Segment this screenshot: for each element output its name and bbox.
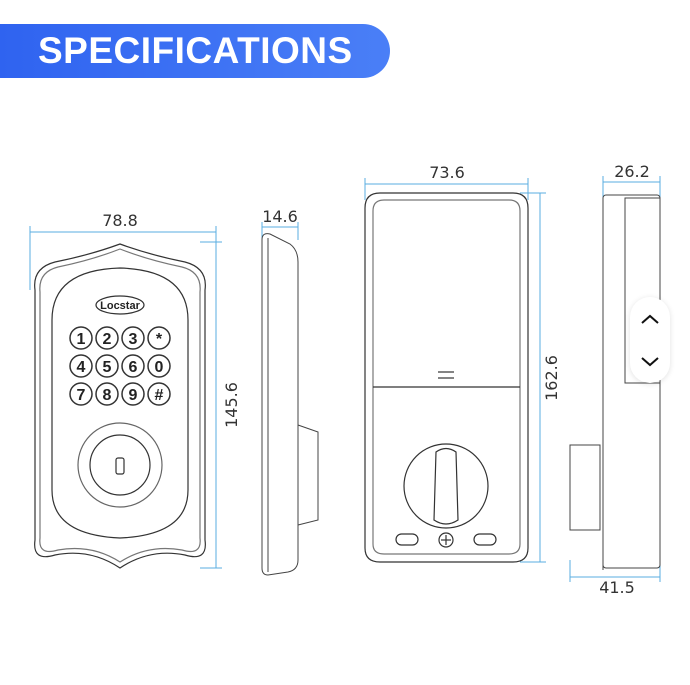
keypad-key-label: 0 [155, 359, 164, 376]
back-height-label: 162.6 [542, 355, 561, 401]
side-view [261, 233, 319, 576]
keypad-key [95, 326, 119, 350]
chevron-up-icon [641, 314, 659, 324]
keypad-key-label: 4 [77, 359, 86, 376]
keypad-key-label: 1 [77, 331, 86, 348]
brand-label: Locstar [100, 300, 140, 312]
keypad-key [95, 382, 119, 406]
keypad-key [147, 354, 171, 378]
keypad-key-label: 8 [103, 387, 112, 404]
scroll-down-button[interactable] [630, 347, 670, 377]
keypad-key [69, 354, 93, 378]
interior-depth-label: 26.2 [614, 162, 650, 181]
interior-total-depth-label: 41.5 [599, 578, 635, 597]
front-height-label: 145.6 [222, 382, 241, 428]
scroll-up-button[interactable] [630, 305, 670, 335]
back-view [364, 192, 529, 563]
keypad-key-label: # [155, 387, 164, 404]
keypad-key-label: 5 [103, 359, 112, 376]
keypad-key [121, 326, 145, 350]
keypad-key-label: * [156, 331, 163, 348]
keypad-key [147, 326, 171, 350]
keypad-key [121, 382, 145, 406]
image-scroller [630, 297, 670, 383]
front-width-label: 78.8 [102, 211, 138, 230]
front-view [34, 243, 206, 569]
dimension-lines [29, 176, 661, 582]
keypad-key-label: 7 [77, 387, 86, 404]
keypad-key-label: 6 [129, 359, 138, 376]
interior-side-view [569, 194, 661, 570]
keypad-key [147, 382, 171, 406]
keypad-key [69, 326, 93, 350]
side-depth-label: 14.6 [262, 207, 298, 226]
specifications-banner: SPECIFICATIONS [0, 24, 390, 78]
back-width-label: 73.6 [429, 163, 465, 182]
keypad-key [69, 382, 93, 406]
banner-title: SPECIFICATIONS [38, 30, 353, 71]
keypad-key [121, 354, 145, 378]
keypad-key [95, 354, 119, 378]
keypad-key-label: 9 [129, 387, 138, 404]
keypad-key-label: 2 [103, 331, 112, 348]
chevron-down-icon [641, 357, 659, 367]
keypad-key-label: 3 [129, 331, 138, 348]
